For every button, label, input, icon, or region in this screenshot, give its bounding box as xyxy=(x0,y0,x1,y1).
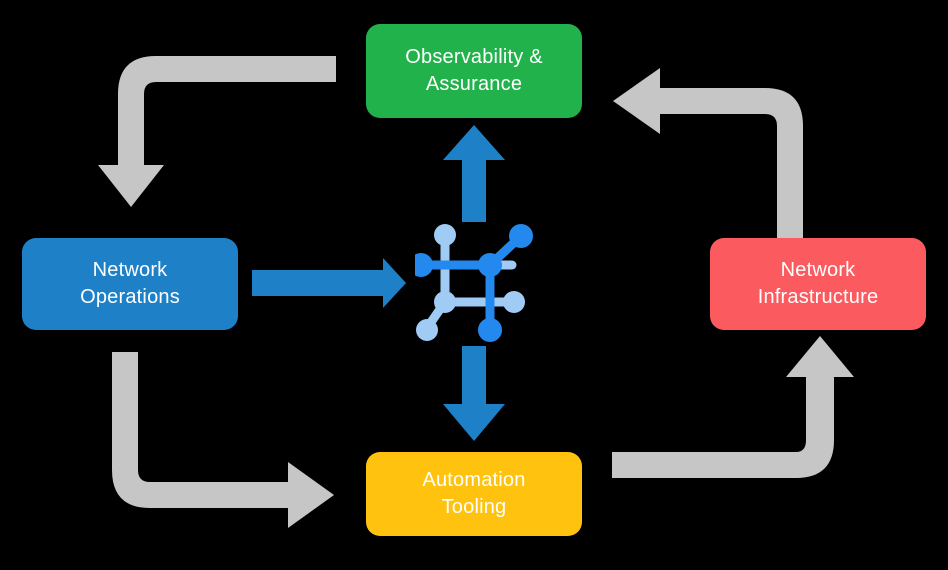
node-label-automation-tooling: Automation Tooling xyxy=(422,469,526,518)
node-box-observability[interactable]: Observability & Assurance xyxy=(366,24,582,118)
arrow-center-to-automation xyxy=(443,346,505,441)
node-label-observability: Observability & Assurance xyxy=(405,46,543,95)
arrow-automation-to-infrastructure xyxy=(612,336,854,478)
arrow-center-to-observability xyxy=(443,125,505,222)
network-graph-icon xyxy=(415,224,533,342)
node-label-network-infrastructure: Network Infrastructure xyxy=(757,259,879,308)
node-box-network-infrastructure[interactable]: Network Infrastructure xyxy=(710,238,926,330)
arrow-operations-to-center xyxy=(252,258,406,308)
node-box-network-operations[interactable]: Network Operations xyxy=(22,238,238,330)
arrow-observability-to-operations xyxy=(98,56,336,207)
node-label-network-operations: Network Operations xyxy=(80,259,180,308)
node-box-automation-tooling[interactable]: Automation Tooling xyxy=(366,452,582,536)
arrow-operations-to-automation xyxy=(112,352,334,528)
